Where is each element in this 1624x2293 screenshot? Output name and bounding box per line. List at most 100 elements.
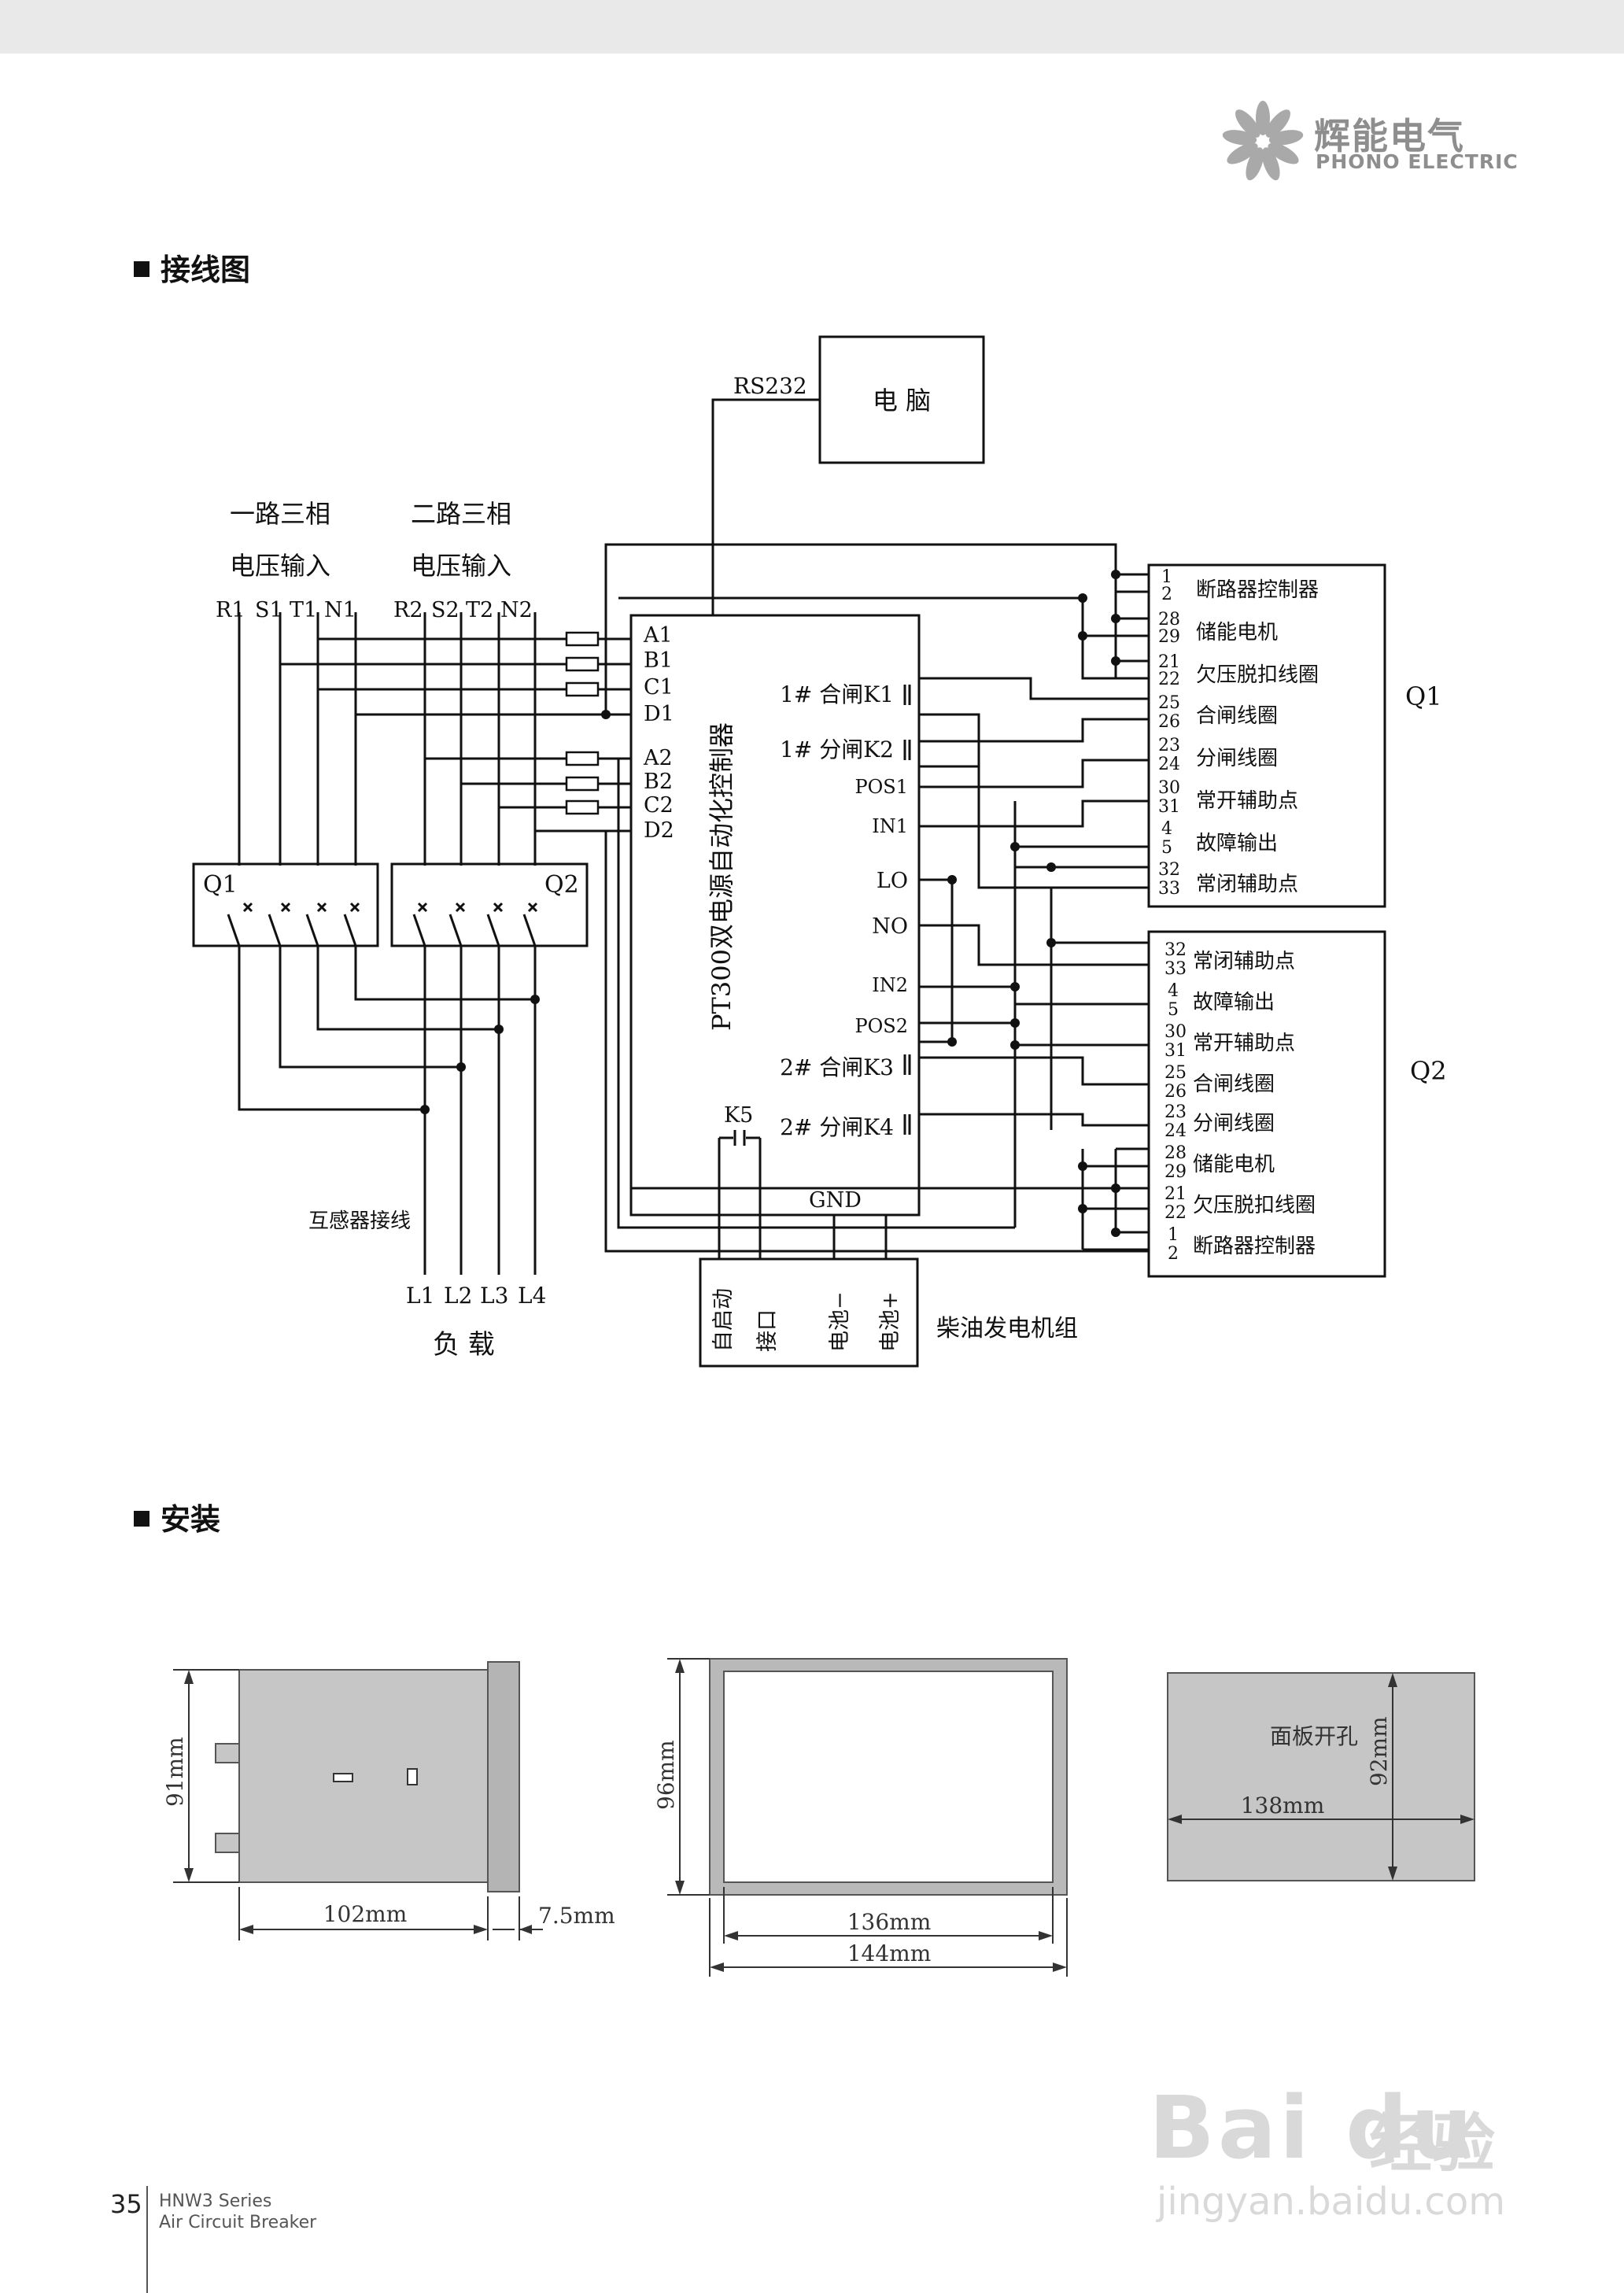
input2-label-line2: 电压输入 [411,551,511,581]
svg-text:23: 23 [1164,1102,1187,1122]
dim-7-5: 7.5mm [538,1903,615,1929]
svg-text:1: 1 [1168,1225,1179,1245]
generator-label: 柴油发电机组 [936,1315,1078,1342]
controller-terminal: C1 [644,675,674,700]
controller-output: IN1 [872,815,908,837]
page-number: 35 [110,2189,142,2219]
svg-text:33: 33 [1158,879,1180,899]
gnd-label: GND [809,1188,862,1213]
ct-label: 互感器接线 [308,1209,411,1233]
phase-label: R1 [216,598,245,622]
svg-text:32: 32 [1164,940,1187,960]
svg-text:22: 22 [1164,1203,1187,1223]
q1-terminal-label: 分闸线圈 [1196,747,1278,770]
load-line-label: L4 [518,1283,546,1309]
controller-terminal: D1 [644,702,674,726]
bullet-square-icon [134,1510,149,1527]
input1-label-line1: 一路三相 [230,499,330,529]
svg-text:28: 28 [1164,1143,1187,1163]
svg-text:31: 31 [1158,797,1180,817]
svg-text:25: 25 [1164,1063,1187,1083]
phase-label: S1 [255,598,283,622]
svg-text:26: 26 [1158,712,1180,732]
svg-text:5: 5 [1161,838,1172,858]
controller-terminal: A2 [643,746,673,770]
generator-terminal: 电池− [828,1291,852,1352]
phase-label: T2 [466,598,493,622]
phase-label: R2 [393,598,423,622]
svg-text:1: 1 [1161,567,1172,587]
section-title-wiring: 接线图 [134,246,250,289]
svg-text:2: 2 [1168,1244,1179,1264]
controller-output: 1# 合闸K1 [780,681,894,707]
footer-product: Air Circuit Breaker [159,2213,317,2232]
footer-series: HNW3 Series [159,2191,272,2211]
side-view-drawing [173,1661,543,1940]
phase-label: N2 [500,598,533,622]
watermark-brand: Bai du [1149,2077,1476,2178]
controller-terminal: D2 [644,818,674,843]
dim-91: 91mm [162,1737,188,1807]
controller-output: LO [877,869,908,893]
load-line-label: L2 [444,1283,472,1309]
section-title-install: 安装 [134,1495,220,1538]
controller-output: POS1 [854,776,908,798]
q2-terminal-label: 合闸线圈 [1193,1073,1275,1096]
cutout-label: 面板开孔 [1270,1723,1358,1749]
flower-logo-icon [1222,101,1304,181]
svg-text:21: 21 [1158,652,1180,672]
breaker-q2-label: Q2 [544,871,579,899]
brand-name-en: PHONO ELECTRIC [1316,150,1519,173]
rs232-label: RS232 [733,373,807,399]
watermark-url: jingyan.baidu.com [1157,2180,1505,2224]
q2-terminal-label: 故障输出 [1193,991,1275,1014]
input2-label-line1: 二路三相 [411,499,511,529]
controller-terminal: B1 [644,648,673,673]
panel-cutout-drawing [1167,1672,1475,1881]
brand-logo: 辉能电气 PHONO ELECTRIC [1220,98,1550,185]
terminal-q1-label: Q1 [1405,681,1442,711]
svg-text:4: 4 [1161,819,1172,839]
load-label: 负 载 [433,1329,495,1361]
dim-144: 144mm [847,1940,932,1966]
q2-terminal-label: 分闸线圈 [1193,1112,1275,1135]
svg-text:32: 32 [1158,860,1180,880]
svg-text:4: 4 [1168,981,1179,1001]
phase-label: T1 [290,598,317,622]
svg-text:23: 23 [1158,736,1180,755]
q1-terminal-label: 常闭辅助点 [1196,873,1298,896]
svg-text:29: 29 [1158,627,1180,647]
controller-terminal: A1 [643,623,673,648]
load-line-label: L1 [406,1283,434,1309]
svg-text:22: 22 [1158,670,1180,689]
q1-terminal-label: 断路器控制器 [1196,578,1319,602]
svg-text:33: 33 [1164,959,1187,979]
dim-102: 102mm [323,1901,408,1927]
svg-text:28: 28 [1158,610,1180,630]
phase-label: S2 [431,598,460,622]
controller-output: NO [872,914,908,939]
svg-text:2: 2 [1161,585,1172,604]
svg-text:5: 5 [1168,1000,1179,1020]
watermark: Bai du 经验 jingyan.baidu.com [1133,2046,1542,2227]
breaker-q1-label: Q1 [203,871,238,899]
q1-terminal-label: 欠压脱扣线圈 [1196,663,1319,687]
generator-terminal: 自启动 [711,1288,736,1352]
svg-text:24: 24 [1158,755,1180,774]
generator-terminal: 接口 [755,1309,780,1352]
terminal-q2-label: Q2 [1410,1056,1447,1086]
front-view-drawing [667,1658,1068,1977]
svg-text:24: 24 [1164,1121,1187,1141]
q2-terminal-label: 常开辅助点 [1193,1032,1295,1055]
q1-terminal-list: 1 2 28 29 21 22 25 26 23 24 30 31 4 5 32… [1158,567,1180,899]
controller-output: 1# 分闸K2 [780,737,894,762]
bullet-square-icon [134,260,149,277]
q2-terminal-label: 断路器控制器 [1193,1235,1316,1258]
q2-terminal-list: 32 33 4 5 30 31 25 26 23 24 28 29 21 22 … [1164,940,1187,1264]
svg-text:25: 25 [1158,693,1180,713]
pc-label: 电 脑 [873,386,931,415]
controller-output: IN2 [872,974,908,996]
phase-label: N1 [324,598,356,622]
